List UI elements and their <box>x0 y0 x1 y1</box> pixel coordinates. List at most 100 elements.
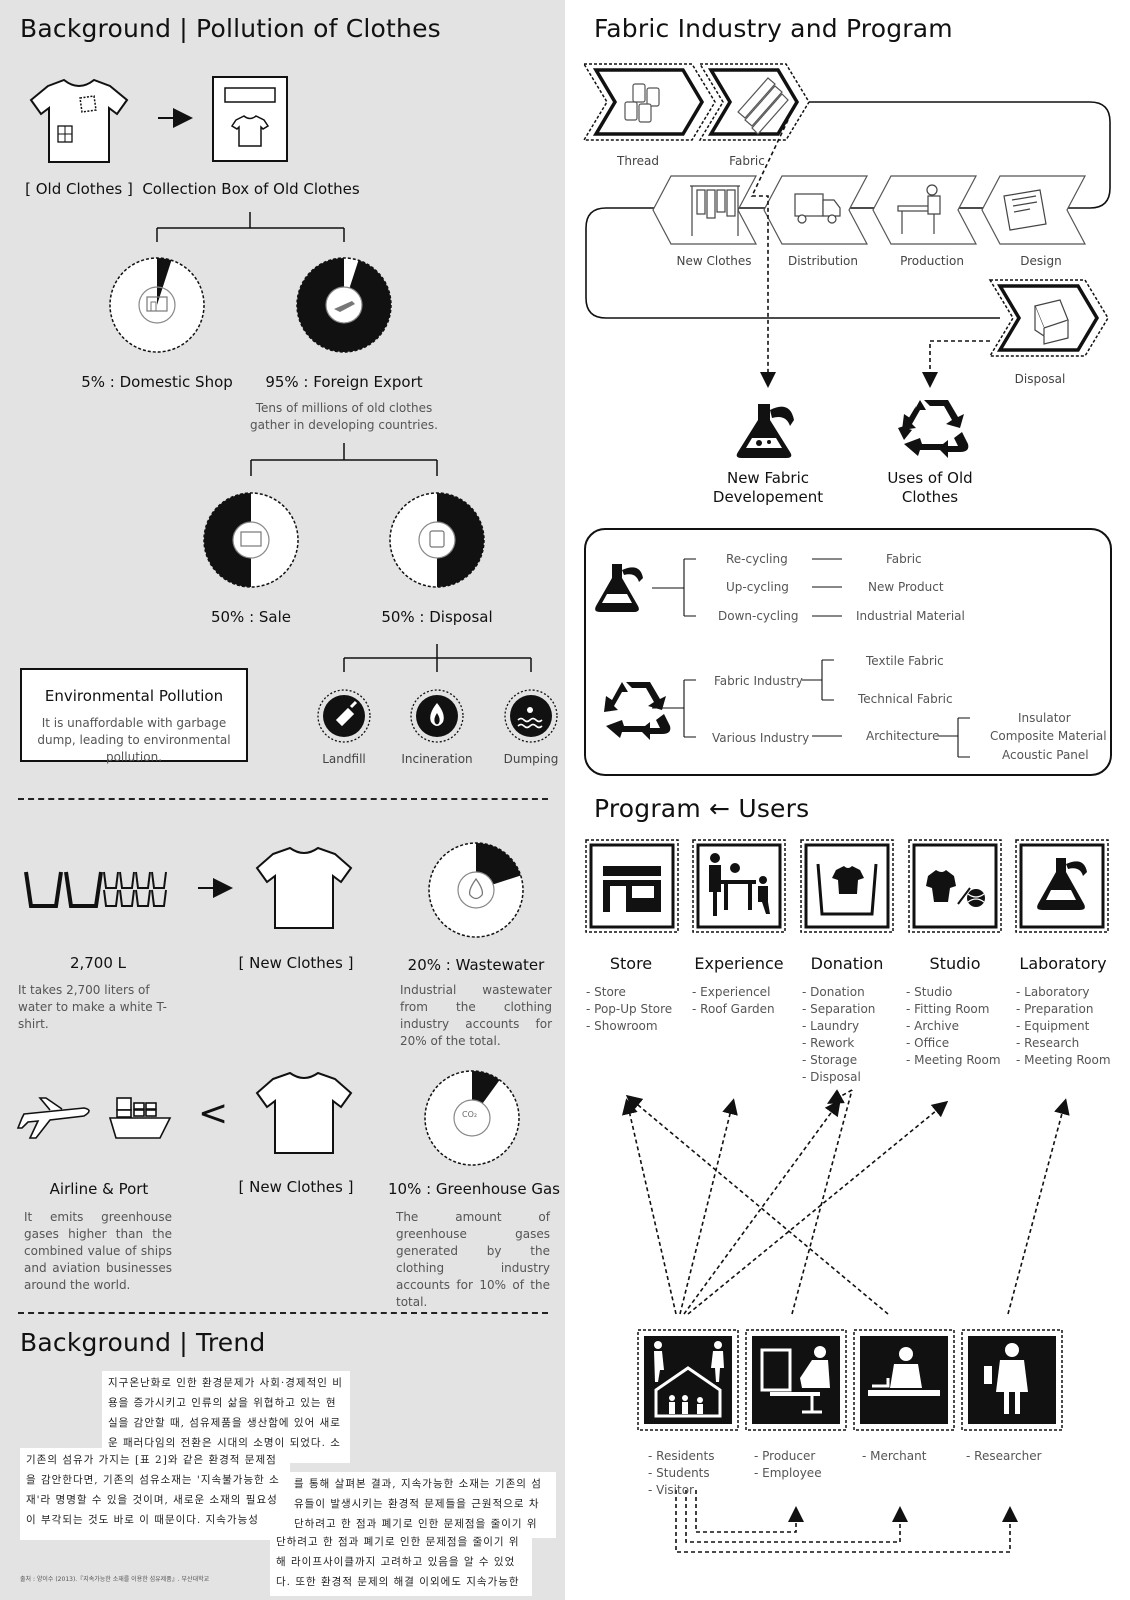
program-users-title: Program ← Users <box>594 794 810 823</box>
water-amount-label: 2,700 L <box>69 954 127 972</box>
disposal-label: 50% : Disposal <box>381 608 493 626</box>
upcycling-label: Up-cycling <box>726 580 789 594</box>
section-divider-2 <box>18 1312 548 1314</box>
collection-box-label: Collection Box of Old Clothes <box>142 180 360 198</box>
technical-fabric-label: Technical Fabric <box>858 692 953 706</box>
page-title-pollution: Background | Pollution of Clothes <box>20 14 441 43</box>
recycle-icon <box>898 400 969 458</box>
industrial-material-label: Industrial Material <box>856 609 965 623</box>
old-clothes-label: [ Old Clothes ] <box>25 180 133 198</box>
program-donation-list: - Donation - Separation - Laundry - Rewo… <box>802 985 876 1084</box>
flask-icon <box>736 404 794 458</box>
greenhouse-desc: The amount of greenhouse gases generated… <box>396 1210 550 1309</box>
users-merchant-list: - Merchant <box>862 1449 927 1463</box>
foreign-export-label: 95% : Foreign Export <box>265 373 423 391</box>
wastewater-pie <box>428 842 524 938</box>
user-icons <box>637 1329 1063 1431</box>
program-icons <box>585 839 1109 933</box>
various-industry-label: Various Industry <box>712 731 810 745</box>
airline-port-label: Airline & Port <box>49 1180 149 1198</box>
new-tshirt-icon <box>255 846 353 929</box>
sale-pie <box>203 492 299 588</box>
foreign-export-desc: Tens of millions of old clothes gather i… <box>250 401 438 432</box>
program-laboratory-list: - Laboratory - Preparation - Equipment -… <box>1016 985 1111 1067</box>
domestic-shop-pie <box>109 257 205 353</box>
textile-fabric-label: Textile Fabric <box>866 654 944 668</box>
trend-title: Background | Trend <box>20 1328 266 1357</box>
new-clothes-label-2: [ New Clothes ] <box>238 1178 354 1196</box>
less-than-sign: < <box>198 1093 229 1134</box>
thread-label: Thread <box>617 154 659 168</box>
incineration-icon <box>410 689 464 743</box>
new-clothes-label: [ New Clothes ] <box>238 954 354 972</box>
water-desc: It takes 2,700 liters of water to make a… <box>18 983 168 1031</box>
co2-label: CO₂ <box>462 1110 478 1119</box>
source-caption: 출처 : 양이수 (2013).『지속가능한 소재를 이용한 섬유제품』. 부산… <box>20 1576 210 1583</box>
fabric-industry-title: Fabric Industry and Program <box>594 14 953 43</box>
program-experience-title: Experience <box>694 954 784 973</box>
distribution-label: Distribution <box>787 254 858 268</box>
acoustic-panel-label: Acoustic Panel <box>1002 748 1089 762</box>
korean-text-1: 지구온난화로 인한 환경문제가 사회·경제적인 비용을 증가시키고 인류의 삶을… <box>102 1371 350 1463</box>
airline-port-desc: It emits greenhouse gases higher than th… <box>24 1210 172 1292</box>
program-store-title: Store <box>609 954 653 973</box>
domestic-shop-label: 5% : Domestic Shop <box>81 373 233 391</box>
tree-flask-icon <box>595 564 643 612</box>
env-pollution-desc: It is unaffordable with garbage dump, le… <box>37 716 231 764</box>
fabric-industry-flow <box>582 63 1111 357</box>
material-tree-box <box>584 528 1112 776</box>
landfill-icon <box>317 689 371 743</box>
program-studio-list: - Studio - Fitting Room - Archive - Offi… <box>906 985 1001 1067</box>
foreign-export-pie <box>296 257 392 353</box>
architecture-label: Architecture <box>866 729 940 743</box>
korean-text-4: 단하려고 한 점과 폐기로 인한 문제점을 줄이기 위해 라이프사이클까지 고려… <box>270 1530 532 1596</box>
users-producer-list: - Producer - Employee <box>754 1449 822 1480</box>
water-glasses-icon <box>24 871 167 908</box>
composite-material-label: Composite Material <box>990 729 1107 743</box>
environmental-pollution-box: Environmental Pollution It is unaffordab… <box>20 668 248 764</box>
program-laboratory-title: Laboratory <box>1019 954 1107 973</box>
uses-old-clothes-label: Uses of Old Clothes <box>887 469 973 506</box>
design-label: Design <box>1020 254 1062 268</box>
incineration-label: Incineration <box>401 752 473 766</box>
new-tshirt-icon-2 <box>255 1071 353 1154</box>
dumping-label: Dumping <box>503 752 559 766</box>
flow-arrow-uses-old <box>922 340 990 388</box>
ship-icon <box>108 1097 172 1139</box>
airplane-icon <box>16 1097 90 1139</box>
insulator-label: Insulator <box>1018 711 1071 725</box>
collection-box-icon <box>212 76 288 162</box>
left-panel-background <box>0 0 565 1600</box>
wastewater-desc: Industrial wastewater from the clothing … <box>400 983 552 1048</box>
program-donation-title: Donation <box>810 954 884 973</box>
tree-recycle-icon <box>604 682 671 740</box>
disposal-pie <box>389 492 485 588</box>
old-tshirt-icon <box>29 78 129 163</box>
section-divider-1 <box>18 798 548 800</box>
fabric-label: Fabric <box>729 154 765 168</box>
program-experience-list: - Experiencel - Roof Garden <box>692 985 775 1016</box>
dumping-icon <box>504 689 558 743</box>
new-fabric-label: New Fabric Developement <box>712 469 824 506</box>
greenhouse-label: 10% : Greenhouse Gas <box>388 1180 560 1198</box>
recycling-label: Re-cycling <box>726 552 788 566</box>
users-researcher-list: - Researcher <box>966 1449 1042 1463</box>
sale-label: 50% : Sale <box>210 608 292 626</box>
fabric-industry-label: Fabric Industry <box>714 674 803 688</box>
korean-text-2: 기존의 섬유가 가지는 [표 2]와 같은 환경적 문제점을 감안한다면, 기존… <box>20 1448 290 1540</box>
downcycling-label: Down-cycling <box>718 609 799 623</box>
production-label: Production <box>900 254 964 268</box>
landfill-label: Landfill <box>322 752 366 766</box>
korean-text-3: 를 통해 살펴본 결과, 지속가능한 소재는 기존의 섬유들이 발생시키는 환경… <box>288 1472 556 1538</box>
user-program-arrows <box>622 1090 1070 1553</box>
users-residents-list: - Residents - Students - Visitor <box>648 1449 715 1497</box>
program-studio-title: Studio <box>929 954 981 973</box>
fabric-output-label: Fabric <box>886 552 922 566</box>
new-clothes-stage-label: New Clothes <box>676 254 752 268</box>
env-pollution-title: Environmental Pollution <box>44 687 224 705</box>
program-store-list: - Store - Pop-Up Store - Showroom <box>586 985 673 1033</box>
tree-lines <box>652 558 970 758</box>
wastewater-label: 20% : Wastewater <box>407 956 545 974</box>
disposal-stage-label: Disposal <box>1014 372 1066 386</box>
